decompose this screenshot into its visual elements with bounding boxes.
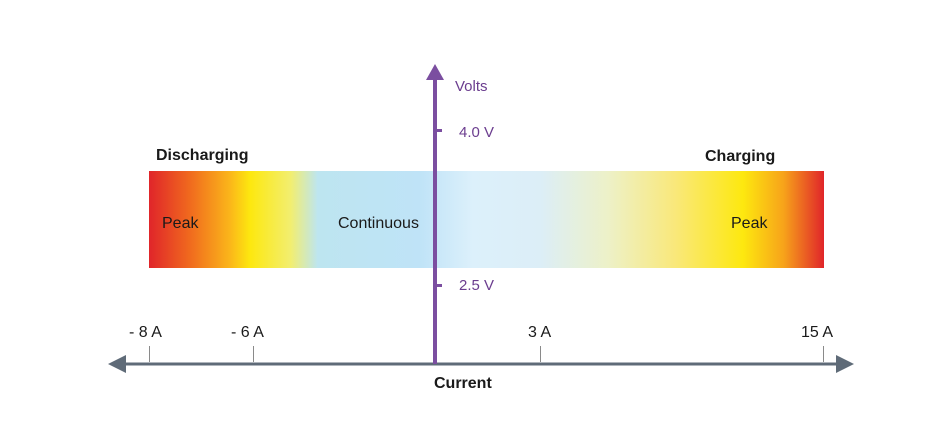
peak-label-left: Peak	[162, 215, 199, 232]
tick-3	[540, 346, 541, 362]
volts-label: Volts	[455, 78, 488, 95]
current-tick-label: 15 A	[801, 324, 834, 341]
discharging-label: Discharging	[156, 147, 249, 164]
voltage-tick-2-5v	[435, 284, 442, 287]
current-tick-label: - 8 A	[129, 324, 162, 341]
voltage-2-5v-label: 2.5 V	[459, 277, 495, 294]
voltage-4v-label: 4.0 V	[459, 124, 495, 141]
tick-minus-8	[149, 346, 150, 362]
peak-label-right: Peak	[731, 215, 768, 232]
charging-label: Charging	[705, 148, 776, 165]
operating-band	[149, 171, 824, 268]
current-tick-label: - 6 A	[231, 324, 264, 341]
voltage-tick-4v	[435, 129, 442, 132]
current-axis-label: Current	[434, 375, 492, 392]
tick-15	[823, 346, 824, 362]
current-tick-label: 3 A	[528, 324, 552, 341]
continuous-label: Continuous	[338, 215, 419, 232]
tick-minus-6	[253, 346, 254, 362]
